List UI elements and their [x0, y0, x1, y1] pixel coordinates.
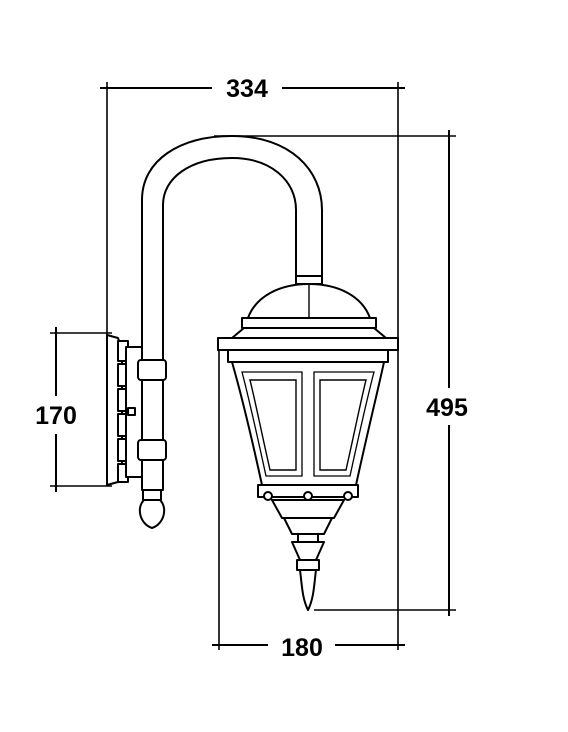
- finial-tip: [299, 569, 317, 611]
- lantern-cap-slope: [231, 327, 387, 339]
- lantern-label: 180: [281, 634, 323, 662]
- height-label: 495: [426, 394, 468, 422]
- lantern-top-band: [227, 349, 389, 363]
- mount-screw: [127, 407, 136, 416]
- arm-clamp-upper: [137, 359, 167, 381]
- rivet-3: [343, 491, 353, 501]
- glass-pane-left: [249, 379, 297, 471]
- dimension-height-495: 495: [214, 130, 468, 616]
- lantern: [217, 275, 399, 611]
- lantern-cap-rim: [217, 337, 399, 351]
- lantern-base-lower: [283, 517, 333, 535]
- dimension-width-334: 334: [100, 75, 405, 650]
- glass-panel-right: [313, 371, 375, 477]
- lantern-neck: [295, 275, 323, 285]
- dimension-lantern-180: 180: [212, 345, 405, 662]
- gooseneck-arm: [137, 135, 323, 529]
- mount-label: 170: [35, 402, 77, 430]
- width-label: 334: [226, 75, 268, 103]
- arm-finial-collar: [142, 489, 162, 501]
- finial-bell: [291, 541, 325, 561]
- finial-ring: [296, 559, 320, 571]
- finial-collar: [297, 533, 319, 543]
- glass-pane-right: [319, 379, 367, 471]
- rivet-1: [263, 491, 273, 501]
- arm-clamp-lower: [137, 439, 167, 461]
- glass-panel-left: [241, 371, 303, 477]
- rivet-2: [303, 491, 313, 501]
- lantern-cornice: [241, 317, 377, 329]
- arm-finial-knob: [138, 499, 166, 529]
- wall-mount-plate: [106, 334, 143, 486]
- dimension-mount-170: 170: [35, 327, 112, 492]
- lantern-base-upper: [271, 499, 345, 519]
